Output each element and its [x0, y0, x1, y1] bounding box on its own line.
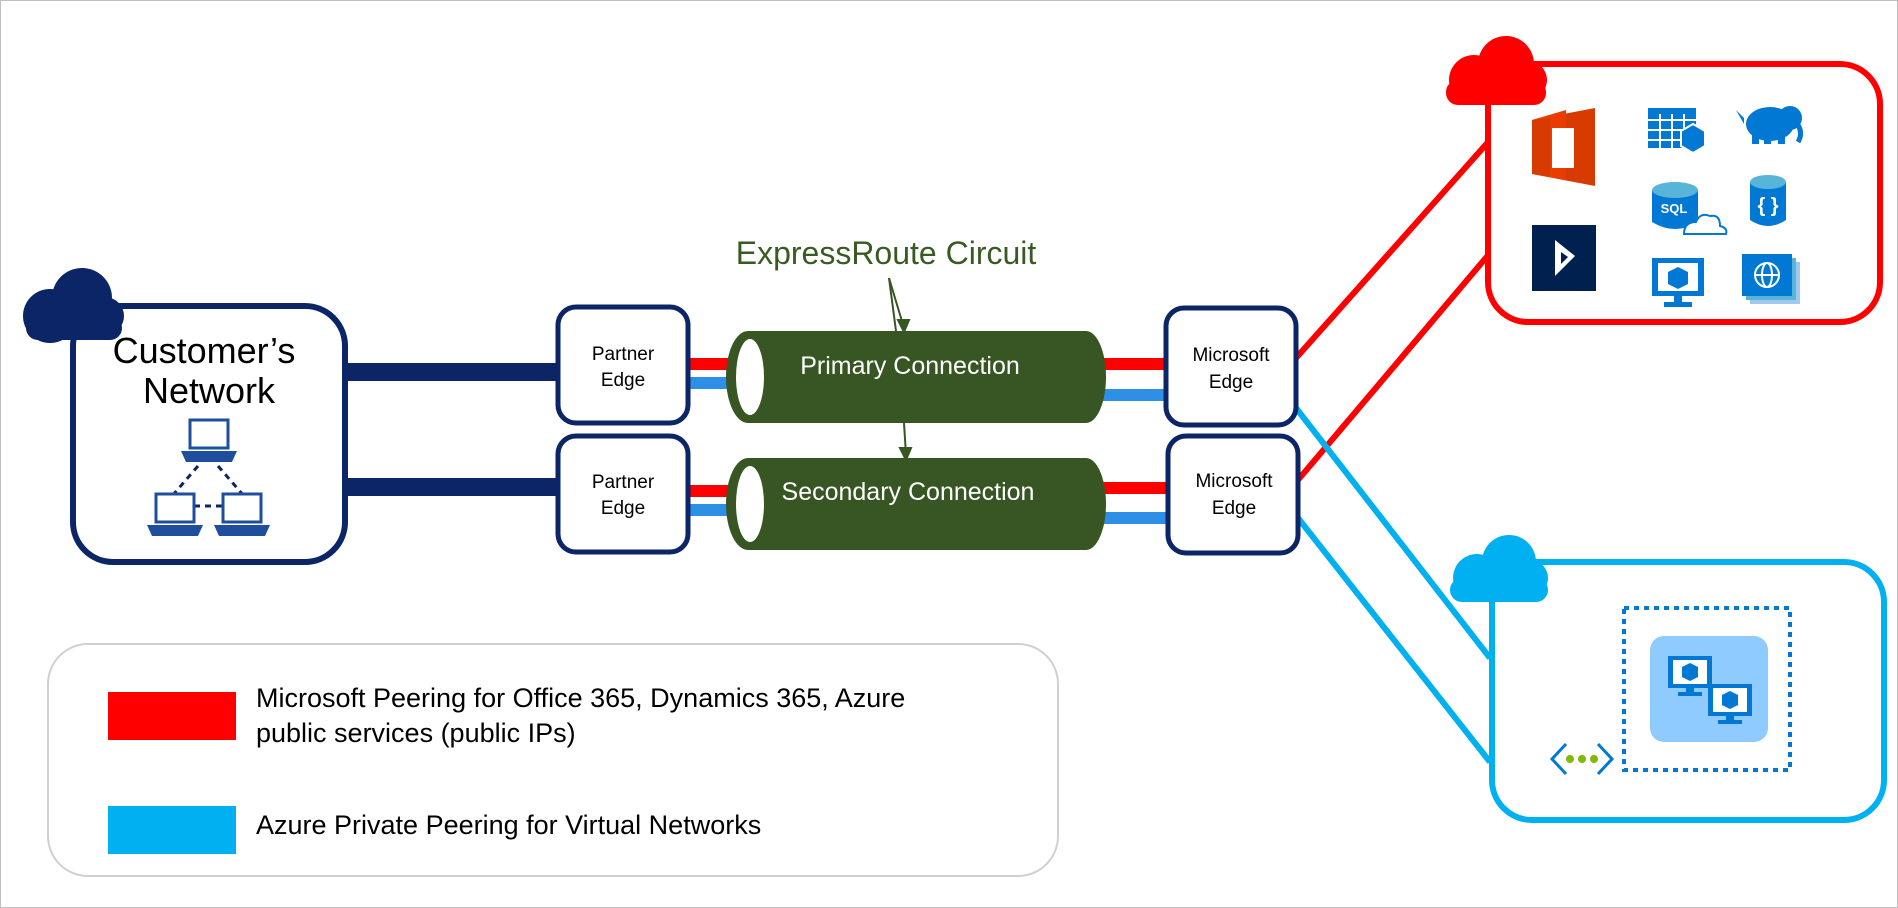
virtual-machine-icon — [1708, 684, 1752, 724]
partner-edge-primary-line1: Partner — [592, 344, 655, 365]
microsoft-edge-secondary-line1: Microsoft — [1195, 471, 1273, 492]
cloud-icon — [1450, 535, 1548, 602]
partner-edge-secondary-line2: Edge — [601, 498, 645, 519]
legend-box — [47, 643, 1059, 877]
cloud-icon — [1682, 213, 1728, 235]
edge-to-cloud-links — [1293, 138, 1493, 764]
customer-network: Customer’s Network — [23, 268, 348, 565]
partner-edge-primary: Partner Edge — [555, 304, 691, 426]
microsoft-edge-secondary: Microsoft Edge — [1165, 433, 1301, 556]
braces-glyph: { } — [1757, 195, 1778, 217]
virtual-machine-icon — [1668, 656, 1712, 696]
ms-primary-red-link — [1086, 358, 1166, 370]
ms-secondary-to-microsoft-cloud — [1295, 251, 1493, 482]
ms-primary-to-microsoft-cloud — [1293, 138, 1493, 360]
partner-edge-secondary-line1: Partner — [592, 472, 655, 493]
customer-network-label-line1: Customer’s — [113, 330, 296, 371]
sql-database-icon: SQL — [1652, 182, 1728, 235]
expressroute-circuit-title: ExpressRoute Circuit — [736, 235, 1037, 271]
microsoft-edge-primary-line1: Microsoft — [1192, 345, 1270, 366]
ms-secondary-blue-link — [1086, 512, 1168, 524]
ms-secondary-red-link — [1086, 482, 1168, 494]
virtual-network-icon — [1549, 742, 1615, 776]
legend-private-peering: Azure Private Peering for Virtual Networ… — [256, 810, 761, 840]
legend: Microsoft Peering for Office 365, Dynami… — [47, 643, 1059, 877]
circuit-arrows — [888, 277, 913, 463]
customer-to-partner-links — [345, 363, 558, 496]
dynamics-365-icon — [1532, 225, 1596, 291]
legend-swatch-private-peering — [108, 806, 236, 854]
vnet-boundary — [1622, 606, 1792, 772]
customer-link-secondary — [345, 478, 558, 496]
azure-virtual-network-cloud — [1450, 535, 1887, 823]
legend-microsoft-peering-line2: public services (public IPs) — [256, 718, 576, 748]
cloud-icon — [1446, 36, 1547, 105]
microsoft-cloud-services: SQL { } — [1446, 36, 1883, 325]
legend-microsoft-peering-line1: Microsoft Peering for Office 365, Dynami… — [256, 683, 905, 713]
customer-link-primary — [345, 363, 558, 381]
ms-secondary-to-azure-cloud — [1295, 516, 1493, 764]
primary-connection-pipe: Primary Connection — [726, 331, 1106, 423]
sql-label: SQL — [1661, 201, 1688, 216]
secondary-connection-pipe: Secondary Connection — [726, 458, 1106, 550]
partner-edge-secondary: Partner Edge — [555, 433, 691, 555]
ms-primary-to-azure-cloud — [1293, 406, 1493, 660]
office-icon — [1532, 108, 1595, 186]
cloud-icon — [23, 268, 124, 343]
virtual-machine-icon — [1652, 258, 1704, 307]
azure-table-icon — [1648, 108, 1706, 155]
laptop-icon — [147, 492, 203, 536]
microsoft-edge-secondary-line2: Edge — [1212, 498, 1256, 519]
pipe-to-microsoft-links — [1086, 358, 1168, 524]
hdinsight-icon — [1736, 106, 1804, 144]
microsoft-edge-primary: Microsoft Edge — [1163, 305, 1299, 428]
network-topology-icon — [147, 418, 270, 536]
ms-primary-blue-link — [1086, 389, 1166, 401]
laptop-icon — [181, 418, 237, 462]
microsoft-edge-primary-line2: Edge — [1209, 372, 1253, 393]
web-app-icon — [1742, 254, 1800, 304]
customer-network-label-line2: Network — [143, 370, 276, 411]
secondary-connection-label: Secondary Connection — [782, 478, 1035, 506]
partner-edge-primary-line2: Edge — [601, 370, 645, 391]
primary-connection-label: Primary Connection — [800, 352, 1020, 380]
laptop-icon — [214, 492, 270, 536]
cosmos-db-icon: { } — [1750, 175, 1786, 226]
legend-swatch-microsoft-peering — [108, 692, 236, 740]
